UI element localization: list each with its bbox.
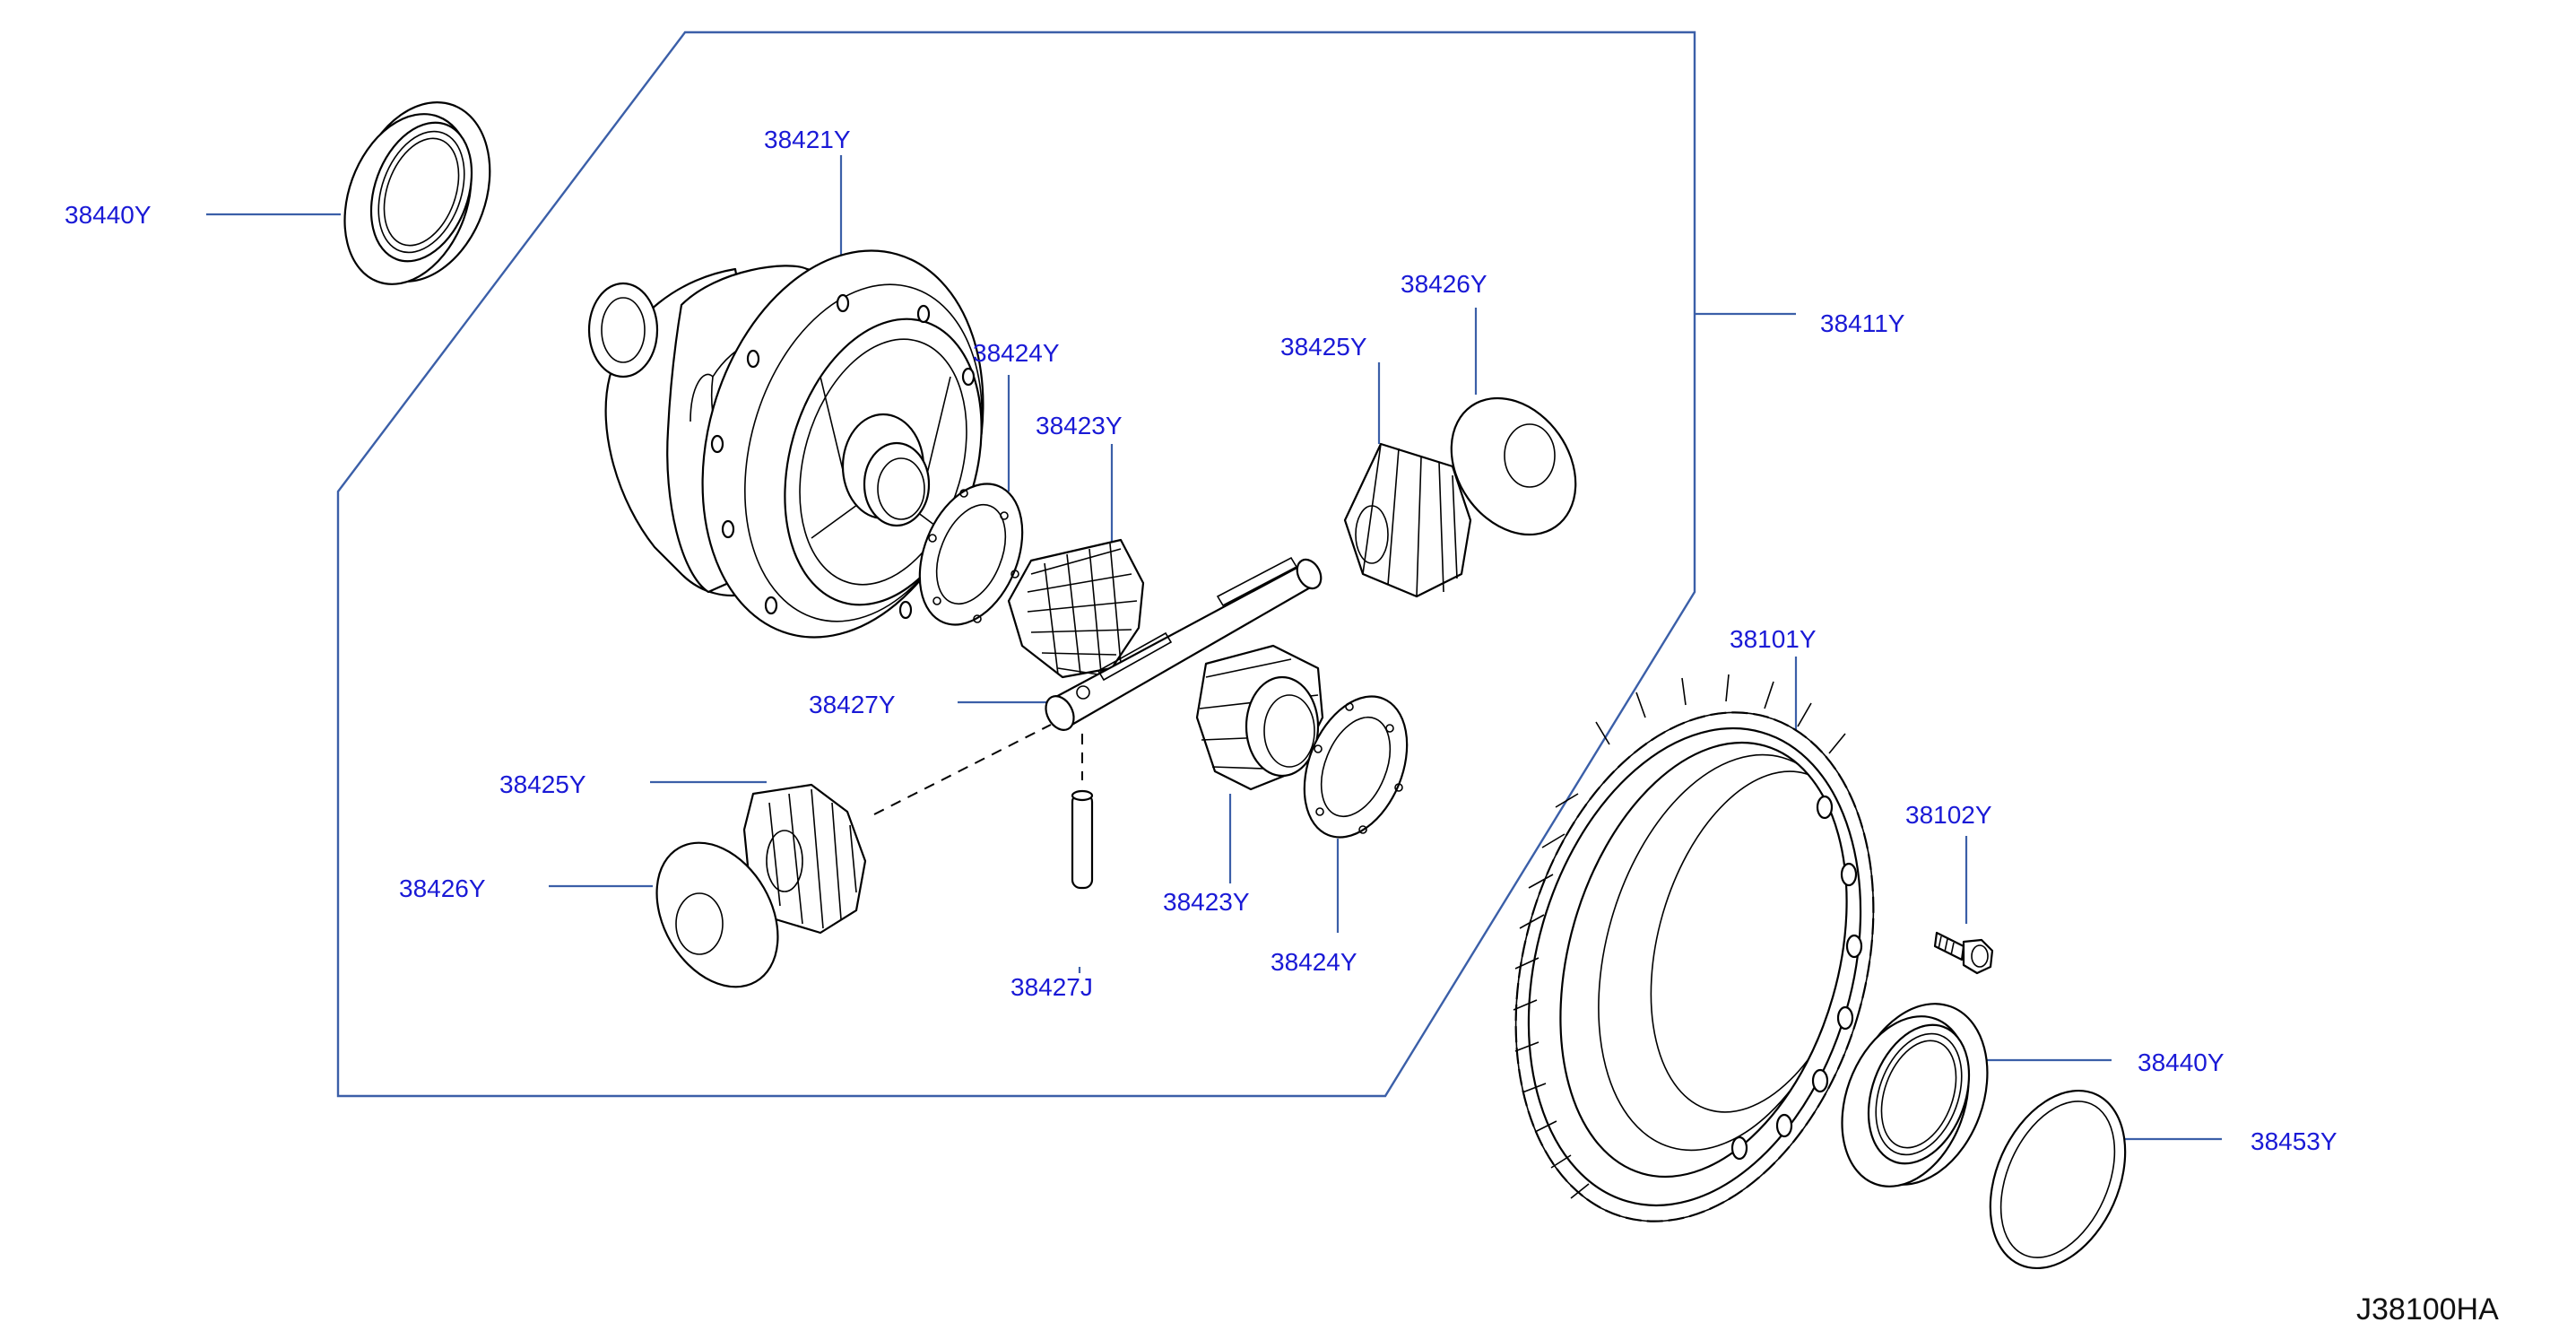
callout-pin[interactable]: 38427J <box>1010 973 1093 1001</box>
side-gear-upper-drawing <box>1007 538 1145 679</box>
pinion-upper-drawing <box>1343 442 1472 598</box>
callout-seal-left[interactable]: 38440Y <box>65 201 152 229</box>
leader-lines <box>206 155 2222 1141</box>
callout-side-gear-lower[interactable]: 38423Y <box>1163 888 1250 916</box>
callout-washer-thrust-lower[interactable]: 38424Y <box>1271 948 1357 976</box>
bolt-drawing <box>1933 931 1994 975</box>
washer-pinion-upper-drawing <box>1450 396 1577 536</box>
assembly-boundary <box>336 30 1696 1098</box>
callout-side-gear-upper[interactable]: 38423Y <box>1036 412 1123 439</box>
callout-pinion-upper[interactable]: 38425Y <box>1280 333 1367 361</box>
washer-thrust-upper-drawing <box>918 483 1024 626</box>
callout-washer-pinion-lower[interactable]: 38426Y <box>399 874 486 902</box>
washer-thrust-lower-drawing <box>1303 695 1409 839</box>
washer-pinion-lower-drawing <box>655 841 779 988</box>
pinion-axis-dashed <box>873 724 1052 815</box>
shim-drawing <box>1989 1089 2127 1270</box>
callout-shaft[interactable]: 38427Y <box>809 691 896 718</box>
callout-washer-pinion-upper[interactable]: 38426Y <box>1401 270 1487 298</box>
ring-gear-teeth <box>1513 674 1846 1199</box>
callout-group[interactable]: 38411Y <box>1820 309 1905 337</box>
callout-case[interactable]: 38421Y <box>764 126 851 153</box>
shaft-drawing <box>1045 556 1323 731</box>
pin-drawing <box>1071 734 1094 890</box>
callout-shim[interactable]: 38453Y <box>2251 1127 2337 1155</box>
callout-bolt[interactable]: 38102Y <box>1905 801 1992 829</box>
drawing-code: J38100HA <box>2356 1292 2499 1327</box>
callout-seal-right[interactable]: 38440Y <box>2138 1048 2225 1076</box>
pinion-lower-drawing <box>742 724 1052 935</box>
callout-washer-thrust-upper[interactable]: 38424Y <box>973 339 1060 367</box>
ring-gear-drawing <box>1513 674 1875 1222</box>
callout-pinion-lower[interactable]: 38425Y <box>499 770 586 798</box>
callout-labels: 38440Y 38421Y 38411Y 38424Y 38423Y 38425… <box>65 126 2337 1155</box>
callout-ring-gear[interactable]: 38101Y <box>1730 625 1817 653</box>
seal-left-drawing <box>343 101 491 285</box>
side-gear-lower-drawing <box>1195 644 1324 791</box>
seal-right-drawing <box>1841 1003 1989 1187</box>
